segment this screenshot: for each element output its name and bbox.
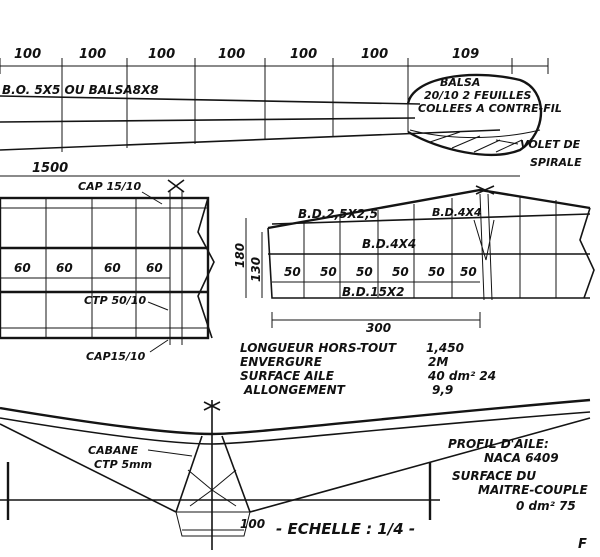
profile-note-2: NACA 6409 bbox=[484, 451, 559, 465]
flap-note-line-1: VOLET DE bbox=[520, 138, 581, 151]
wing-dim-1: 100 bbox=[14, 47, 41, 62]
tail-height-inner: 130 bbox=[249, 257, 263, 282]
tail-spacing-2: 50 bbox=[320, 265, 337, 279]
tail-mid-spar: B.D.4X4 bbox=[362, 237, 416, 251]
tail-chord-dimension: 300 bbox=[366, 321, 391, 335]
fuselage-side: CAP 15/10 60 60 60 60 CTP 50/10 CAP15/10 bbox=[0, 179, 215, 363]
bottom-dimension: 100 bbox=[240, 517, 265, 531]
spar-label: B.O. 5X5 OU BALSA8X8 bbox=[2, 83, 159, 97]
tail-height-outer: 180 bbox=[233, 243, 247, 268]
tail-spacing-1: 50 bbox=[284, 265, 301, 279]
scale-label: - ECHELLE : 1/4 - bbox=[276, 520, 415, 538]
spec-value-length: 1,450 bbox=[426, 341, 464, 355]
profile-note-1: PROFIL D'AILE: bbox=[448, 437, 549, 451]
wing-dim-3: 100 bbox=[148, 47, 175, 62]
tip-note-line-2: 20/10 2 FEUILLES bbox=[424, 89, 532, 102]
wing-dim-5: 100 bbox=[290, 47, 317, 62]
spec-label-span: ENVERGURE bbox=[240, 355, 323, 369]
tail-spacing-6: 50 bbox=[460, 265, 477, 279]
profile-note-3: SURFACE DU bbox=[452, 469, 536, 483]
cap-top-label: CAP 15/10 bbox=[78, 180, 141, 193]
tail-upper-spar: B.D.4X4 bbox=[432, 206, 482, 219]
profile-notes: PROFIL D'AILE: NACA 6409 SURFACE DU MAIT… bbox=[448, 437, 588, 513]
spec-value-span: 2M bbox=[428, 355, 448, 369]
fuse-spacing-1: 60 bbox=[14, 261, 31, 275]
span-dimension: 1500 bbox=[32, 161, 68, 176]
wing-dim-4: 100 bbox=[218, 47, 245, 62]
wing-plan: 100 100 100 100 100 100 109 B.O. 5X5 OU … bbox=[0, 47, 582, 177]
spec-label-aspect: ALLONGEMENT bbox=[243, 383, 346, 397]
profile-note-5: 0 dm² 75 bbox=[516, 499, 576, 513]
wing-dim-6: 100 bbox=[361, 47, 388, 62]
cap-bottom-label: CAP15/10 bbox=[86, 350, 146, 363]
flap-note-line-2: SPIRALE bbox=[530, 156, 582, 169]
tail-spacing-5: 50 bbox=[428, 265, 445, 279]
spec-value-aspect: 9,9 bbox=[432, 383, 453, 397]
tail-top-spar: B.D.2,5X2,5 bbox=[298, 207, 378, 221]
tail-spacing-3: 50 bbox=[356, 265, 373, 279]
specs-table: LONGUEUR HORS-TOUT 1,450 ENVERGURE 2M SU… bbox=[240, 341, 496, 397]
fuse-spacing-4: 60 bbox=[146, 261, 163, 275]
fuse-spacing-2: 60 bbox=[56, 261, 73, 275]
wing-dim-2: 100 bbox=[79, 47, 106, 62]
tip-note-line-1: BALSA bbox=[440, 76, 480, 89]
spec-label-length: LONGUEUR HORS-TOUT bbox=[240, 341, 397, 355]
cabane-material: CTP 5mm bbox=[94, 458, 152, 471]
spec-value-area: 40 dm² 24 bbox=[427, 369, 496, 383]
ctp-label: CTP 50/10 bbox=[84, 294, 146, 307]
tail-lower-spar: B.D.15X2 bbox=[342, 285, 405, 299]
fuse-spacing-3: 60 bbox=[104, 261, 121, 275]
tail-spacing-4: 50 bbox=[392, 265, 409, 279]
cabane-label: CABANE bbox=[88, 444, 139, 457]
spec-label-area: SURFACE AILE bbox=[240, 369, 335, 383]
front-view: CABANE CTP 5mm 100 - ECHELLE : 1/4 - bbox=[0, 398, 591, 550]
wing-dim-7: 109 bbox=[452, 47, 479, 62]
signature-mark: F bbox=[578, 537, 587, 552]
tail-plan: B.D.2,5X2,5 B.D.4X4 B.D.4X4 50 50 50 50 … bbox=[233, 185, 595, 335]
profile-note-4: MAITRE-COUPLE bbox=[478, 483, 588, 497]
tip-note-line-3: COLLEES A CONTRE-FIL bbox=[418, 102, 562, 115]
